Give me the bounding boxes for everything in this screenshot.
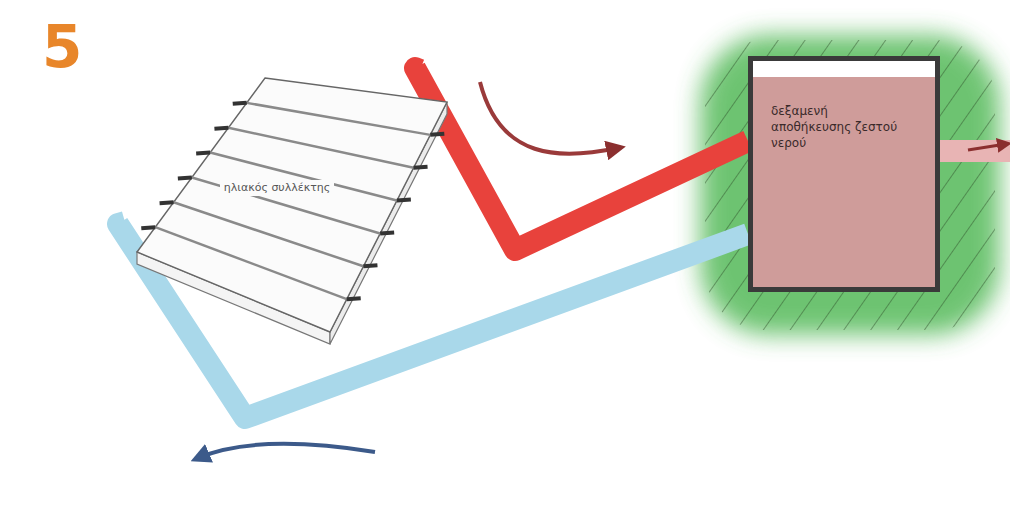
- outlet-arrow: [968, 144, 1006, 150]
- storage-tank: δεξαμενή αποθήκευσης ζεστού νερού: [748, 56, 940, 292]
- tank-label: δεξαμενή αποθήκευσης ζεστού νερού: [771, 103, 901, 152]
- water-surface: [753, 61, 935, 77]
- solar-collector: ηλιακός συλλέκτης: [125, 70, 460, 350]
- collector-outline: [125, 70, 460, 350]
- figure-number: 5: [42, 18, 82, 76]
- ground-patch: [700, 35, 1000, 335]
- cold-flow-arrow: [198, 444, 375, 458]
- hot-flow-arrow: [480, 82, 618, 154]
- collector-label: ηλιακός συλλέκτης: [220, 180, 334, 196]
- outlet-pipe: [930, 140, 1010, 162]
- hot-water-pipe: [415, 68, 748, 250]
